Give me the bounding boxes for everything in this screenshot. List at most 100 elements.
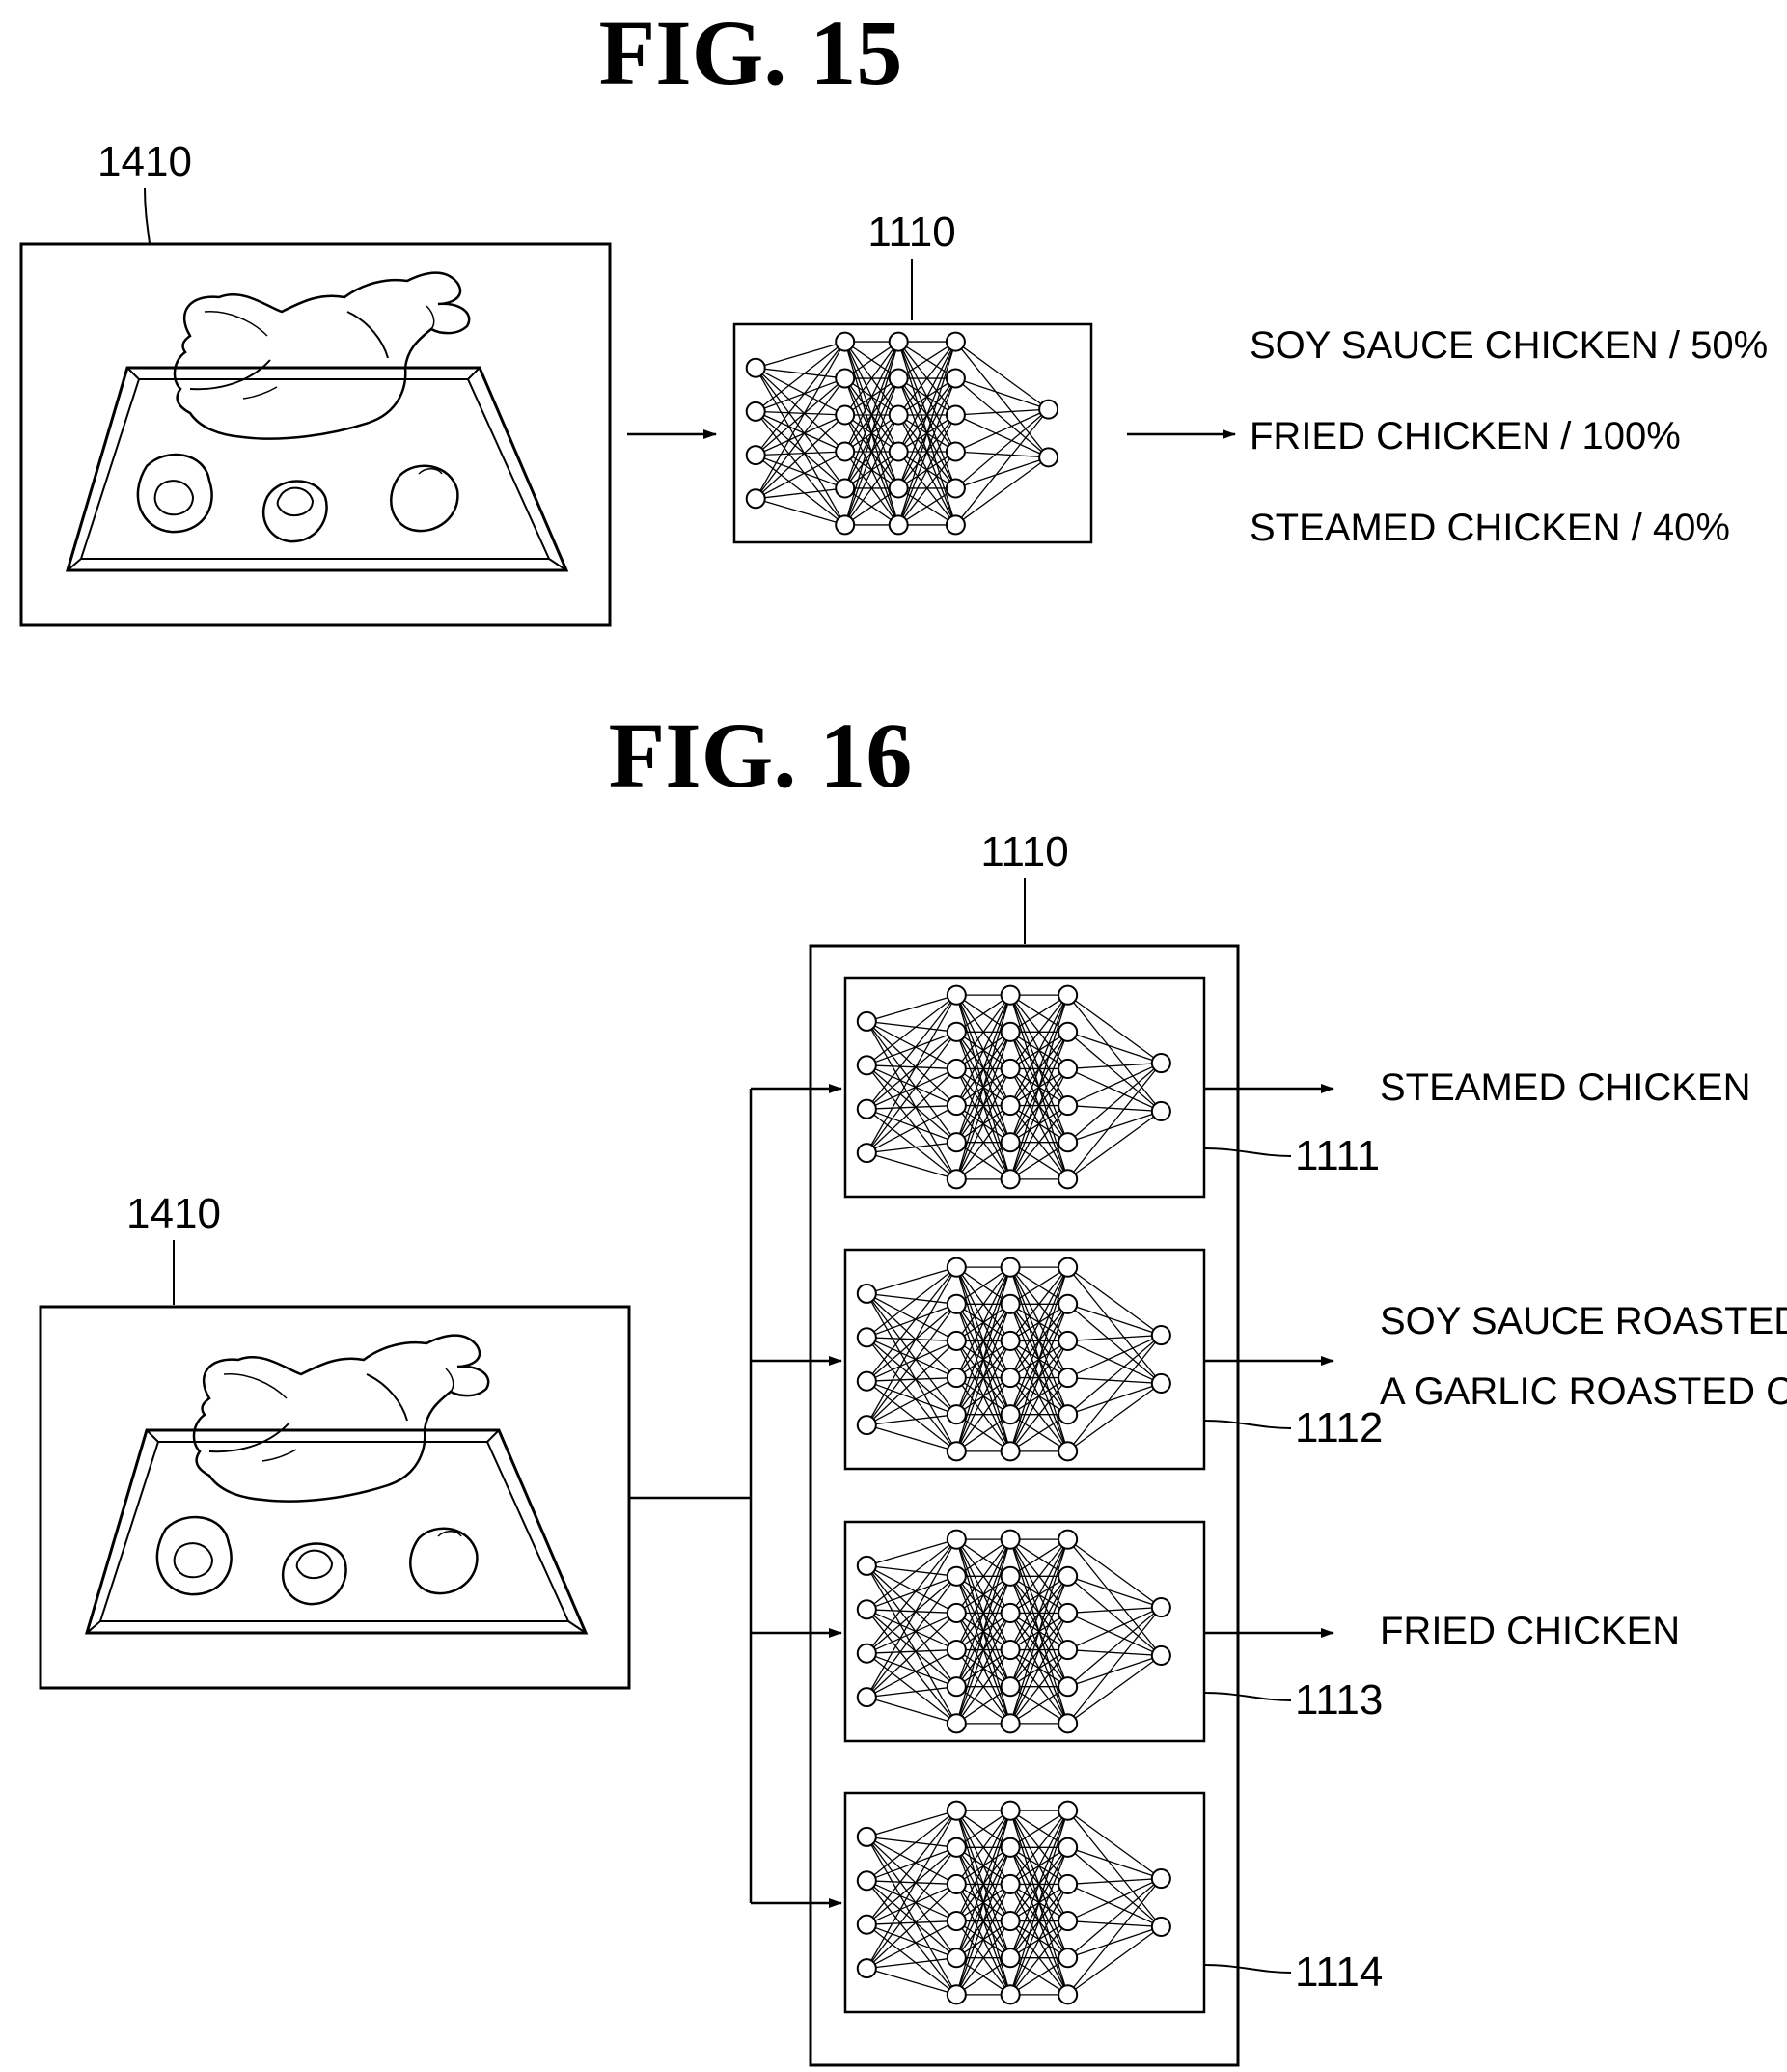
network-ref-1110: 1110 [980, 828, 1068, 875]
network-connection [866, 1153, 956, 1179]
network-node [1002, 1677, 1020, 1696]
network-connection [955, 378, 1048, 409]
network-node [1058, 1295, 1077, 1313]
network-connection [955, 452, 1048, 457]
network-node [1002, 1985, 1020, 2003]
network-connection [1068, 1378, 1162, 1384]
network-connection [1068, 1032, 1162, 1063]
network-node [947, 370, 965, 388]
network-connection [866, 1304, 956, 1381]
network-connection [955, 409, 1048, 415]
network-node [948, 1295, 966, 1313]
neural-network-icon [734, 324, 1091, 542]
network-node [1058, 1677, 1077, 1696]
network-node [1152, 1102, 1170, 1120]
network-connection [866, 1109, 956, 1143]
network-node [1002, 1060, 1020, 1078]
network-node [948, 1912, 966, 1930]
figure-16-title: FIG. 16 [609, 704, 913, 807]
network-node [858, 1644, 876, 1663]
network-connection [866, 1338, 956, 1415]
network-connection [866, 1698, 956, 1724]
network-node [1002, 986, 1020, 1005]
sub-network-ref-1114: 1114 [1295, 1948, 1383, 1996]
neural-network-icon [845, 1250, 1204, 1469]
network-node [1058, 1604, 1077, 1622]
network-connection [866, 1650, 956, 1654]
network-node [948, 1332, 966, 1350]
sub-network-1112: SOY SAUCE ROASTED CHICKEN AND A GARLIC R… [845, 1250, 1787, 1469]
network-node [1152, 1918, 1170, 1936]
network-node [890, 370, 908, 388]
neural-network-icon [845, 1522, 1204, 1741]
network-connection [866, 1065, 956, 1143]
network-connection [756, 411, 845, 415]
network-connection [866, 1267, 956, 1293]
network-node [858, 1100, 876, 1119]
network-node [890, 479, 908, 497]
network-node [1058, 1714, 1077, 1732]
network-node [1058, 1060, 1077, 1078]
network-node [1002, 1567, 1020, 1586]
network-node [948, 1170, 966, 1188]
network-node [1058, 1442, 1077, 1460]
network-node [1002, 1023, 1020, 1041]
network-node [858, 1600, 876, 1618]
network-node [948, 1567, 966, 1586]
network-connection [866, 1106, 956, 1110]
network-node [1058, 1802, 1077, 1820]
network-node [948, 1948, 966, 1967]
network-connection [866, 1378, 956, 1382]
network-node [858, 1557, 876, 1575]
network-connection [1068, 1847, 1162, 1878]
network-node [747, 446, 765, 464]
network-node [1058, 1332, 1077, 1350]
network-connection [866, 1881, 956, 1885]
network-node [1058, 1133, 1077, 1151]
network-connection [866, 1539, 956, 1565]
output-steamed-chicken: STEAMED CHICKEN [1380, 1066, 1751, 1109]
network-node [1152, 1869, 1170, 1888]
network-connection [756, 456, 845, 488]
output-soy-sauce-chicken: SOY SAUCE CHICKEN / 50% [1250, 324, 1768, 367]
output-fried-chicken: FRIED CHICKEN / 100% [1250, 415, 1681, 457]
network-connection [866, 995, 956, 1021]
network-connection [756, 342, 845, 368]
network-node [1152, 1598, 1170, 1616]
network-node [948, 1405, 966, 1423]
image-ref-1410: 1410 [126, 1190, 221, 1237]
network-connection [1068, 1106, 1162, 1112]
network-connection [866, 1610, 956, 1614]
network-node [1002, 1332, 1020, 1350]
network-node [1002, 1604, 1020, 1622]
figure-15-title: FIG. 15 [599, 1, 903, 104]
sub-network-1113: FRIED CHICKEN 1113 [845, 1522, 1680, 1741]
network-node [1058, 1912, 1077, 1930]
network-node [948, 1368, 966, 1387]
network-node [890, 515, 908, 534]
network-node [836, 406, 854, 425]
network-node [836, 333, 854, 351]
network-connection [1068, 1608, 1162, 1614]
network-node [1039, 448, 1058, 466]
network-node [858, 1688, 876, 1706]
network-node [947, 479, 965, 497]
neural-network-icon [845, 978, 1204, 1197]
network-node [1058, 1985, 1077, 2003]
network-node [1058, 1258, 1077, 1277]
network-connection [955, 457, 1048, 488]
sub-network-ref-1113: 1113 [1295, 1676, 1383, 1724]
network-node [836, 515, 854, 534]
network-node [1002, 1258, 1020, 1277]
network-node [858, 1416, 876, 1434]
network-node [1152, 1326, 1170, 1344]
network-node [1002, 1875, 1020, 1893]
network-node [836, 370, 854, 388]
network-connection [756, 411, 845, 488]
network-connection [756, 452, 845, 456]
network-node [858, 1916, 876, 1934]
image-ref-1410: 1410 [97, 138, 192, 185]
network-node [1002, 1531, 1020, 1549]
network-connection [866, 1610, 956, 1687]
